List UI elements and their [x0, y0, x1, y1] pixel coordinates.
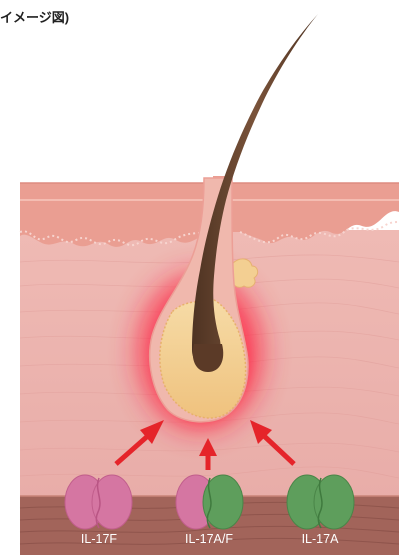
label-il17a: IL-17A — [302, 532, 339, 546]
il17a-dimer — [287, 475, 354, 529]
label-il17af: IL-17A/F — [185, 532, 233, 546]
label-il17f: IL-17F — [81, 532, 117, 546]
il17f-dimer — [65, 475, 132, 529]
il17af-dimer — [176, 475, 243, 529]
